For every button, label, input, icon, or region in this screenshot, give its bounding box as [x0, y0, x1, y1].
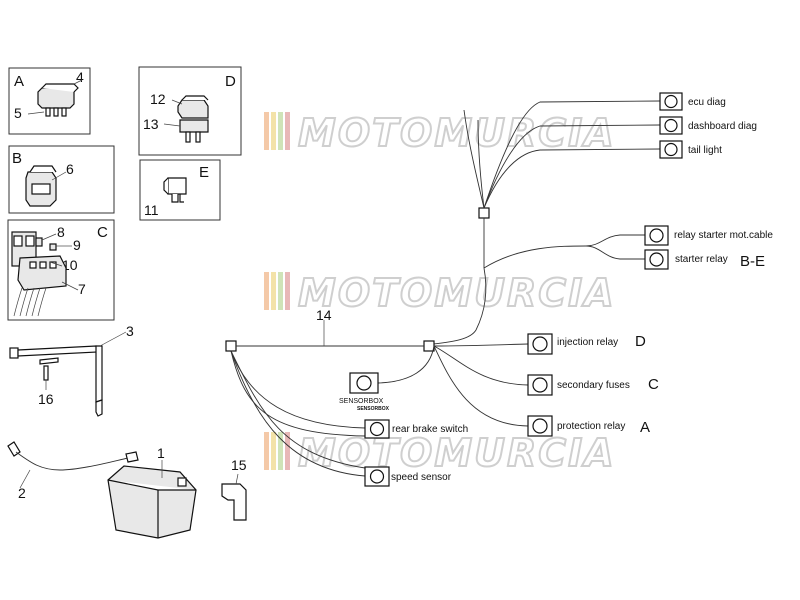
svg-text:C: C	[648, 376, 659, 393]
cable-part-3	[9, 331, 127, 417]
relay-part-12	[163, 95, 209, 143]
box-e	[139, 159, 221, 221]
svg-text:secondary fuses: secondary fuses	[557, 380, 630, 391]
svg-text:B-E: B-E	[740, 253, 765, 270]
part-3-label: 3	[126, 323, 134, 339]
svg-text:tail light: tail light	[688, 145, 722, 156]
connector-relay-starter-mot-cable: relay starter mot.cable	[644, 225, 773, 246]
box-c-letter: C	[97, 224, 108, 241]
box-b	[8, 145, 115, 214]
watermark-1: MOTOMURCIA	[264, 110, 616, 156]
connector-dashboard-diag: dashboard diag	[659, 116, 757, 135]
svg-text:MOTOMURCIA: MOTOMURCIA	[298, 271, 616, 315]
battery-part-1	[107, 460, 197, 539]
svg-text:ecu diag: ecu diag	[688, 97, 726, 108]
cable-part-2	[7, 441, 139, 489]
connector-tail-light: tail light	[659, 140, 722, 159]
connector-speed-sensor: speed sensor	[364, 466, 452, 487]
relay-holder-part-6	[25, 165, 67, 207]
svg-text:dashboard diag: dashboard diag	[688, 121, 757, 132]
cover-part-15	[221, 473, 247, 521]
relay-part-4	[27, 79, 83, 117]
svg-text:A: A	[640, 419, 650, 436]
connector-secondary-fuses: secondary fuses C	[527, 374, 659, 396]
watermark-2: MOTOMURCIA	[264, 270, 616, 316]
box-a	[8, 67, 91, 135]
connector-starter-relay: starter relay B-E	[644, 249, 765, 270]
svg-text:D: D	[635, 333, 646, 350]
box-d	[138, 66, 242, 156]
svg-text:protection relay: protection relay	[557, 421, 625, 432]
sensorbox-label: SENSORBOX	[339, 398, 384, 405]
part-8-label: 8	[57, 224, 65, 240]
box-b-letter: B	[12, 150, 22, 167]
part-15-label: 15	[231, 457, 247, 473]
part-6-label: 6	[66, 161, 74, 177]
svg-text:starter relay: starter relay	[675, 254, 728, 265]
box-e-letter: E	[199, 164, 209, 181]
svg-text:MOTOMURCIA: MOTOMURCIA	[298, 431, 616, 475]
connector-rear-brake-switch: rear brake switch	[364, 419, 468, 439]
box-d-letter: D	[225, 73, 236, 90]
part-7-label: 7	[78, 281, 86, 297]
fuse-box-part-7	[11, 231, 79, 317]
svg-text:relay starter mot.cable: relay starter mot.cable	[674, 230, 773, 241]
part-4-label: 4	[76, 69, 84, 85]
part-11-label: 11	[144, 202, 159, 218]
fuse-part-11	[163, 177, 187, 203]
part-2-label: 2	[18, 485, 26, 501]
box-a-letter: A	[14, 73, 24, 90]
connector-protection-relay: protection relay A	[527, 415, 650, 437]
watermark-3: MOTOMURCIA	[264, 430, 616, 476]
part-9-label: 9	[73, 237, 81, 253]
connector-injection-relay: injection relay D	[527, 333, 646, 355]
box-c	[7, 219, 115, 321]
sensorbox: SENSORBOX SENSORBOX	[339, 372, 390, 412]
svg-text:rear brake switch: rear brake switch	[392, 424, 468, 435]
part-5-label: 5	[14, 105, 22, 121]
connector-ecu-diag: ecu diag	[659, 92, 726, 111]
part-13-label: 13	[143, 116, 159, 132]
part-14-label: 14	[316, 307, 332, 323]
part-16-label: 16	[38, 391, 54, 407]
part-1-label: 1	[157, 445, 165, 461]
sensorbox-sublabel: SENSORBOX	[357, 406, 390, 412]
svg-text:speed sensor: speed sensor	[391, 472, 452, 483]
part-12-label: 12	[150, 91, 166, 107]
wiring-harness: 14	[225, 100, 661, 477]
svg-text:injection relay: injection relay	[557, 337, 618, 348]
svg-text:MOTOMURCIA: MOTOMURCIA	[298, 111, 616, 155]
